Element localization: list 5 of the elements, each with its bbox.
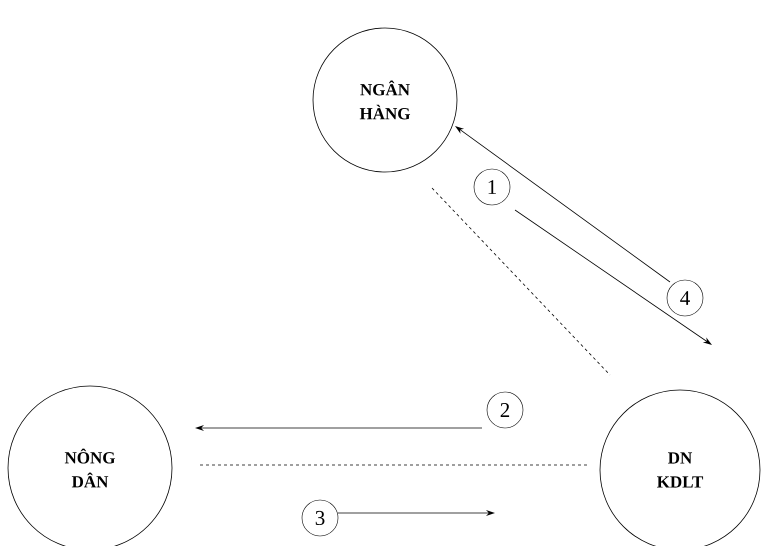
callout-number: 3 bbox=[302, 500, 338, 536]
callout-number: 1 bbox=[474, 168, 510, 206]
callout-number: 2 bbox=[486, 392, 524, 428]
dashed-line bbox=[432, 188, 610, 376]
callout-number: 4 bbox=[666, 280, 704, 316]
